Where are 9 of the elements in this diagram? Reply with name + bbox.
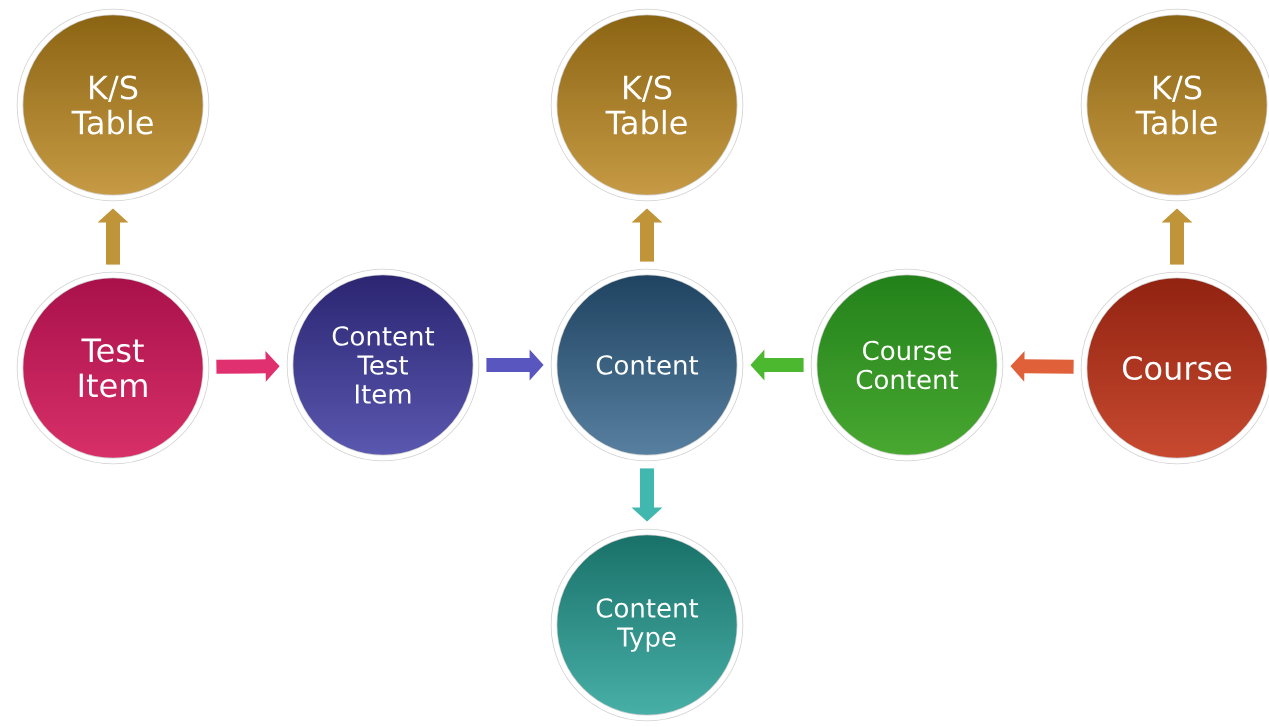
- circle-node: Content: [550, 268, 744, 462]
- circle-node: Course Content: [810, 268, 1004, 462]
- circle-node: Test Item: [16, 271, 210, 465]
- circle-node: Content Test Item: [286, 268, 480, 462]
- circle-node: Content Type: [550, 528, 744, 722]
- circle-node: K/S Table: [1080, 8, 1269, 202]
- circle-node: Course: [1080, 271, 1269, 465]
- circle-node: K/S Table: [16, 8, 210, 202]
- circle-node: K/S Table: [550, 8, 744, 202]
